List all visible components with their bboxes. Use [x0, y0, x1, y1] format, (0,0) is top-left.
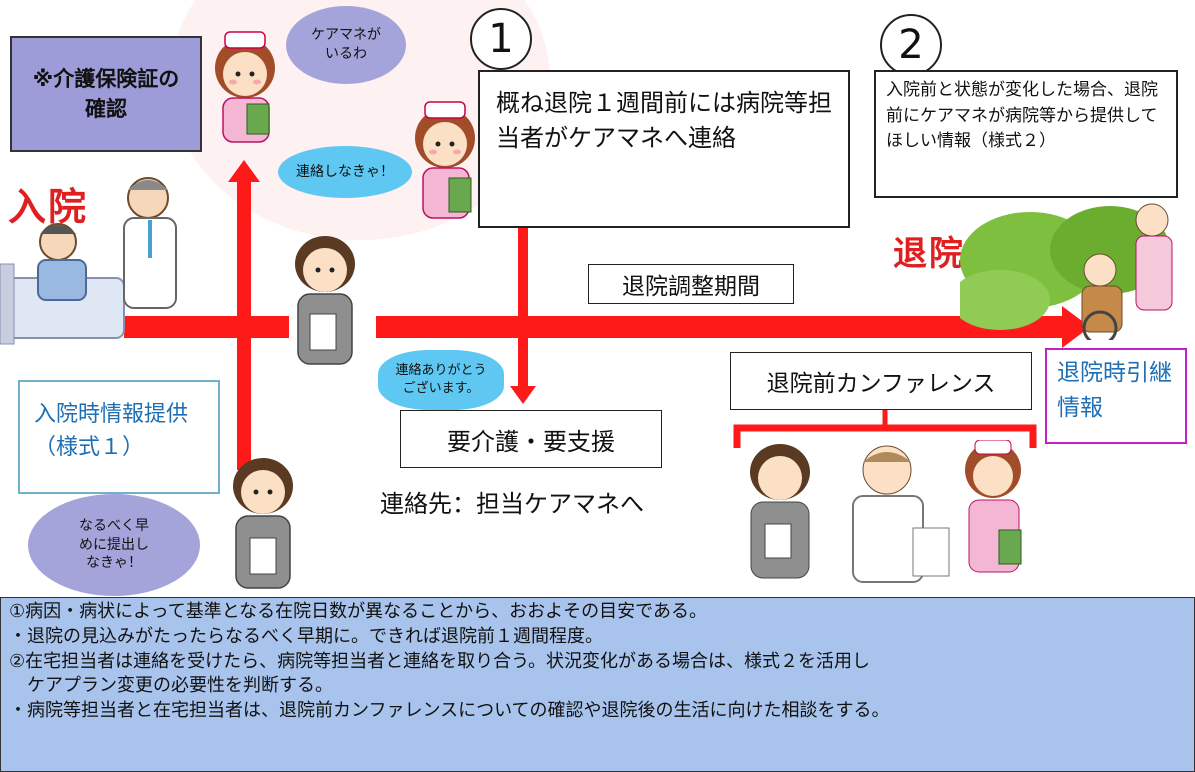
insurance-check-box: ※介護保険証の確認 — [10, 36, 202, 152]
step-2-number: 2 — [880, 14, 942, 76]
admission-up-arrowhead — [228, 160, 260, 182]
discharge-scene-illustration — [960, 203, 1173, 340]
discharge-handover-box: 退院時引継情報 — [1045, 348, 1187, 444]
timeline-arrowhead — [1062, 306, 1090, 348]
note-line: ・病院等担当者と在宅担当者は、退院前カンファレンスについての確認や退院後の生活に… — [9, 700, 890, 722]
admission-up-arrow — [237, 180, 251, 470]
care-level-box: 要介護・要支援 — [400, 410, 662, 468]
timeline-arrow-right — [376, 316, 1066, 338]
caseworker-illustration-bottom — [233, 458, 293, 589]
discharge-title: 退院 — [893, 234, 965, 274]
step-1-number: 1 — [470, 8, 532, 70]
step-2-box: 入院前と状態が変化した場合、退院前にケアマネが病院等から提供してほしい情報（様式… — [874, 70, 1178, 198]
admission-info-box: 入院時情報提供（様式１） — [18, 380, 220, 494]
contact-down-arrow — [518, 228, 528, 388]
notes-box: ①病因・病状によって基準となる在院日数が異なることから、おおよその目安である。 … — [0, 597, 1195, 772]
conference-participants-illustration — [750, 440, 1022, 583]
admission-title: 入院 — [8, 185, 89, 229]
contact-text: 連絡先：担当ケアマネへ — [380, 490, 644, 518]
nurse-illustration-middle — [415, 101, 475, 219]
step-1-text: 概ね退院１週間前には病院等担当者がケアマネへ連絡 — [496, 89, 832, 152]
contact-down-arrowhead — [510, 386, 536, 404]
note-line: ケアプラン変更の必要性を判断する。 — [9, 675, 333, 697]
note-line: ②在宅担当者は連絡を受けたら、病院等担当者と連絡を取り合う。状況変化がある場合は… — [9, 650, 871, 672]
pre-conference-box: 退院前カンファレンス — [730, 352, 1032, 410]
step-2-text: 入院前と状態が変化した場合、退院前にケアマネが病院等から提供してほしい情報（様式… — [886, 80, 1158, 151]
speech-bubble-must-contact: 連絡しなきゃ！ — [278, 146, 412, 198]
speech-bubble-thanks: 連絡ありがとう ございます。 — [378, 350, 504, 410]
adjustment-period-label: 退院調整期間 — [588, 264, 794, 304]
hospital-bed-illustration — [0, 177, 177, 345]
speech-bubble-submit-soon: なるべく早 めに提出し なきゃ！ — [28, 494, 200, 596]
note-line: ①病因・病状によって基準となる在院日数が異なることから、おおよその目安である。 — [9, 601, 707, 622]
nurse-illustration-top — [215, 31, 275, 143]
insurance-check-label: ※介護保険証の確認 — [32, 66, 180, 121]
note-line: ・退院の見込みがたったらなるべく早期に。できれば退院前１週間程度。 — [9, 625, 603, 647]
step-1-box: 概ね退院１週間前には病院等担当者がケアマネへ連絡 — [478, 70, 850, 228]
caseworker-illustration-center — [295, 236, 355, 365]
speech-bubble-caremanager: ケアマネが いるわ — [286, 6, 406, 84]
